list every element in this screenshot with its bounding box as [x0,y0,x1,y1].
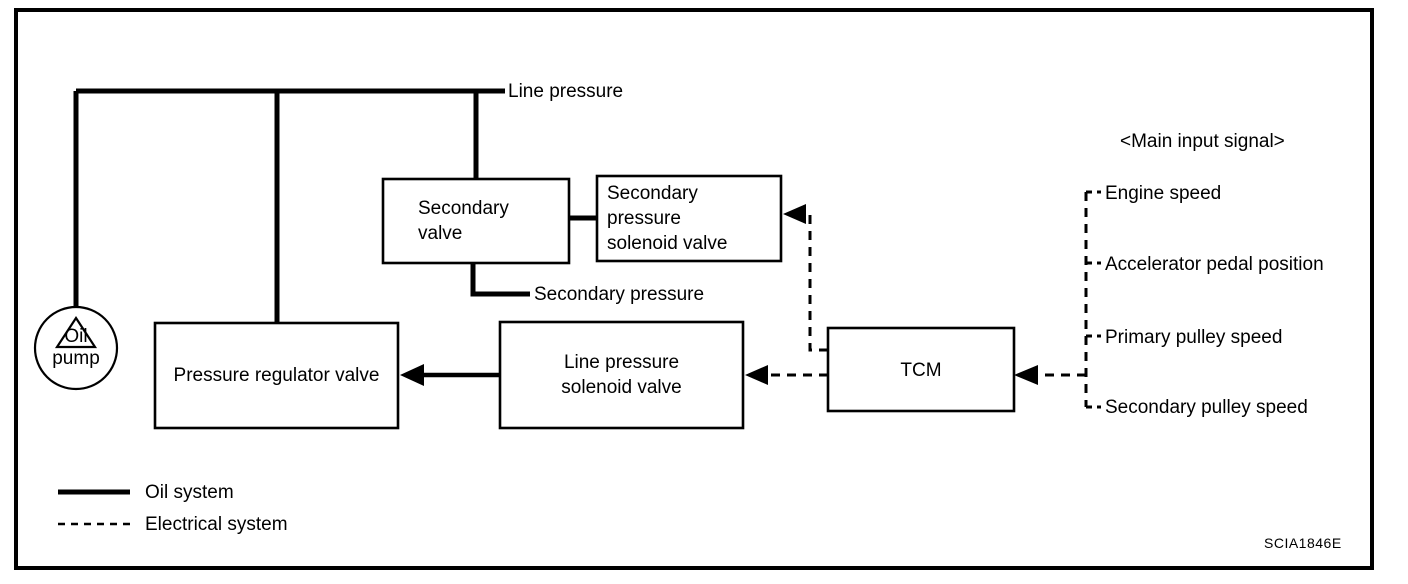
tcm-to-secondary-solenoid-dashed [805,212,828,352]
input-signal-to-tcm-arrowhead [1014,365,1038,385]
legend-label-oil-system: Oil system [145,482,234,503]
tcm-to-secondary-solenoid-arrowhead [783,204,806,224]
secondary-pressure-label: Secondary pressure [534,284,705,305]
secondary-valve-label: Secondary valve [418,198,509,244]
tcm-label: TCM [900,360,942,381]
input-signal-secondary-pulley-speed: Secondary pulley speed [1105,397,1308,418]
tcm-box [826,326,1016,413]
pressure-regulator-valve-label: Pressure regulator valve [173,365,380,386]
secondary-pressure-solenoid-valve-box [595,174,783,263]
regulator-supply-arrow-head [400,364,424,386]
secondary-valve-box [381,177,571,265]
tcm-to-line-solenoid-arrowhead [745,365,768,385]
pressure-regulator-valve-box [153,321,400,430]
oil-pump-label: Oil pump [52,326,100,369]
plate-code: SCIA1846E [1264,535,1342,551]
legend-label-electrical-system: Electrical system [145,514,288,535]
input-signal-accelerator-pedal-position: Accelerator pedal position [1105,254,1324,275]
line-pressure-solenoid-valve-box [498,320,745,430]
input-signal-engine-speed: Engine speed [1105,183,1222,204]
oil-pump-triangle [54,315,98,349]
secondary-pressure-tap [470,263,530,297]
input-signal-primary-pulley-speed: Primary pulley speed [1105,327,1283,348]
main-input-signal-heading: <Main input signal> [1120,131,1285,152]
secondary-pressure-solenoid-valve-label: Secondary pressure solenoid valve [607,183,728,254]
line-pressure-solenoid-valve-label: Line pressure solenoid valve [561,352,682,398]
line-pressure-label: Line pressure [508,81,624,102]
figure-border [14,8,1374,570]
